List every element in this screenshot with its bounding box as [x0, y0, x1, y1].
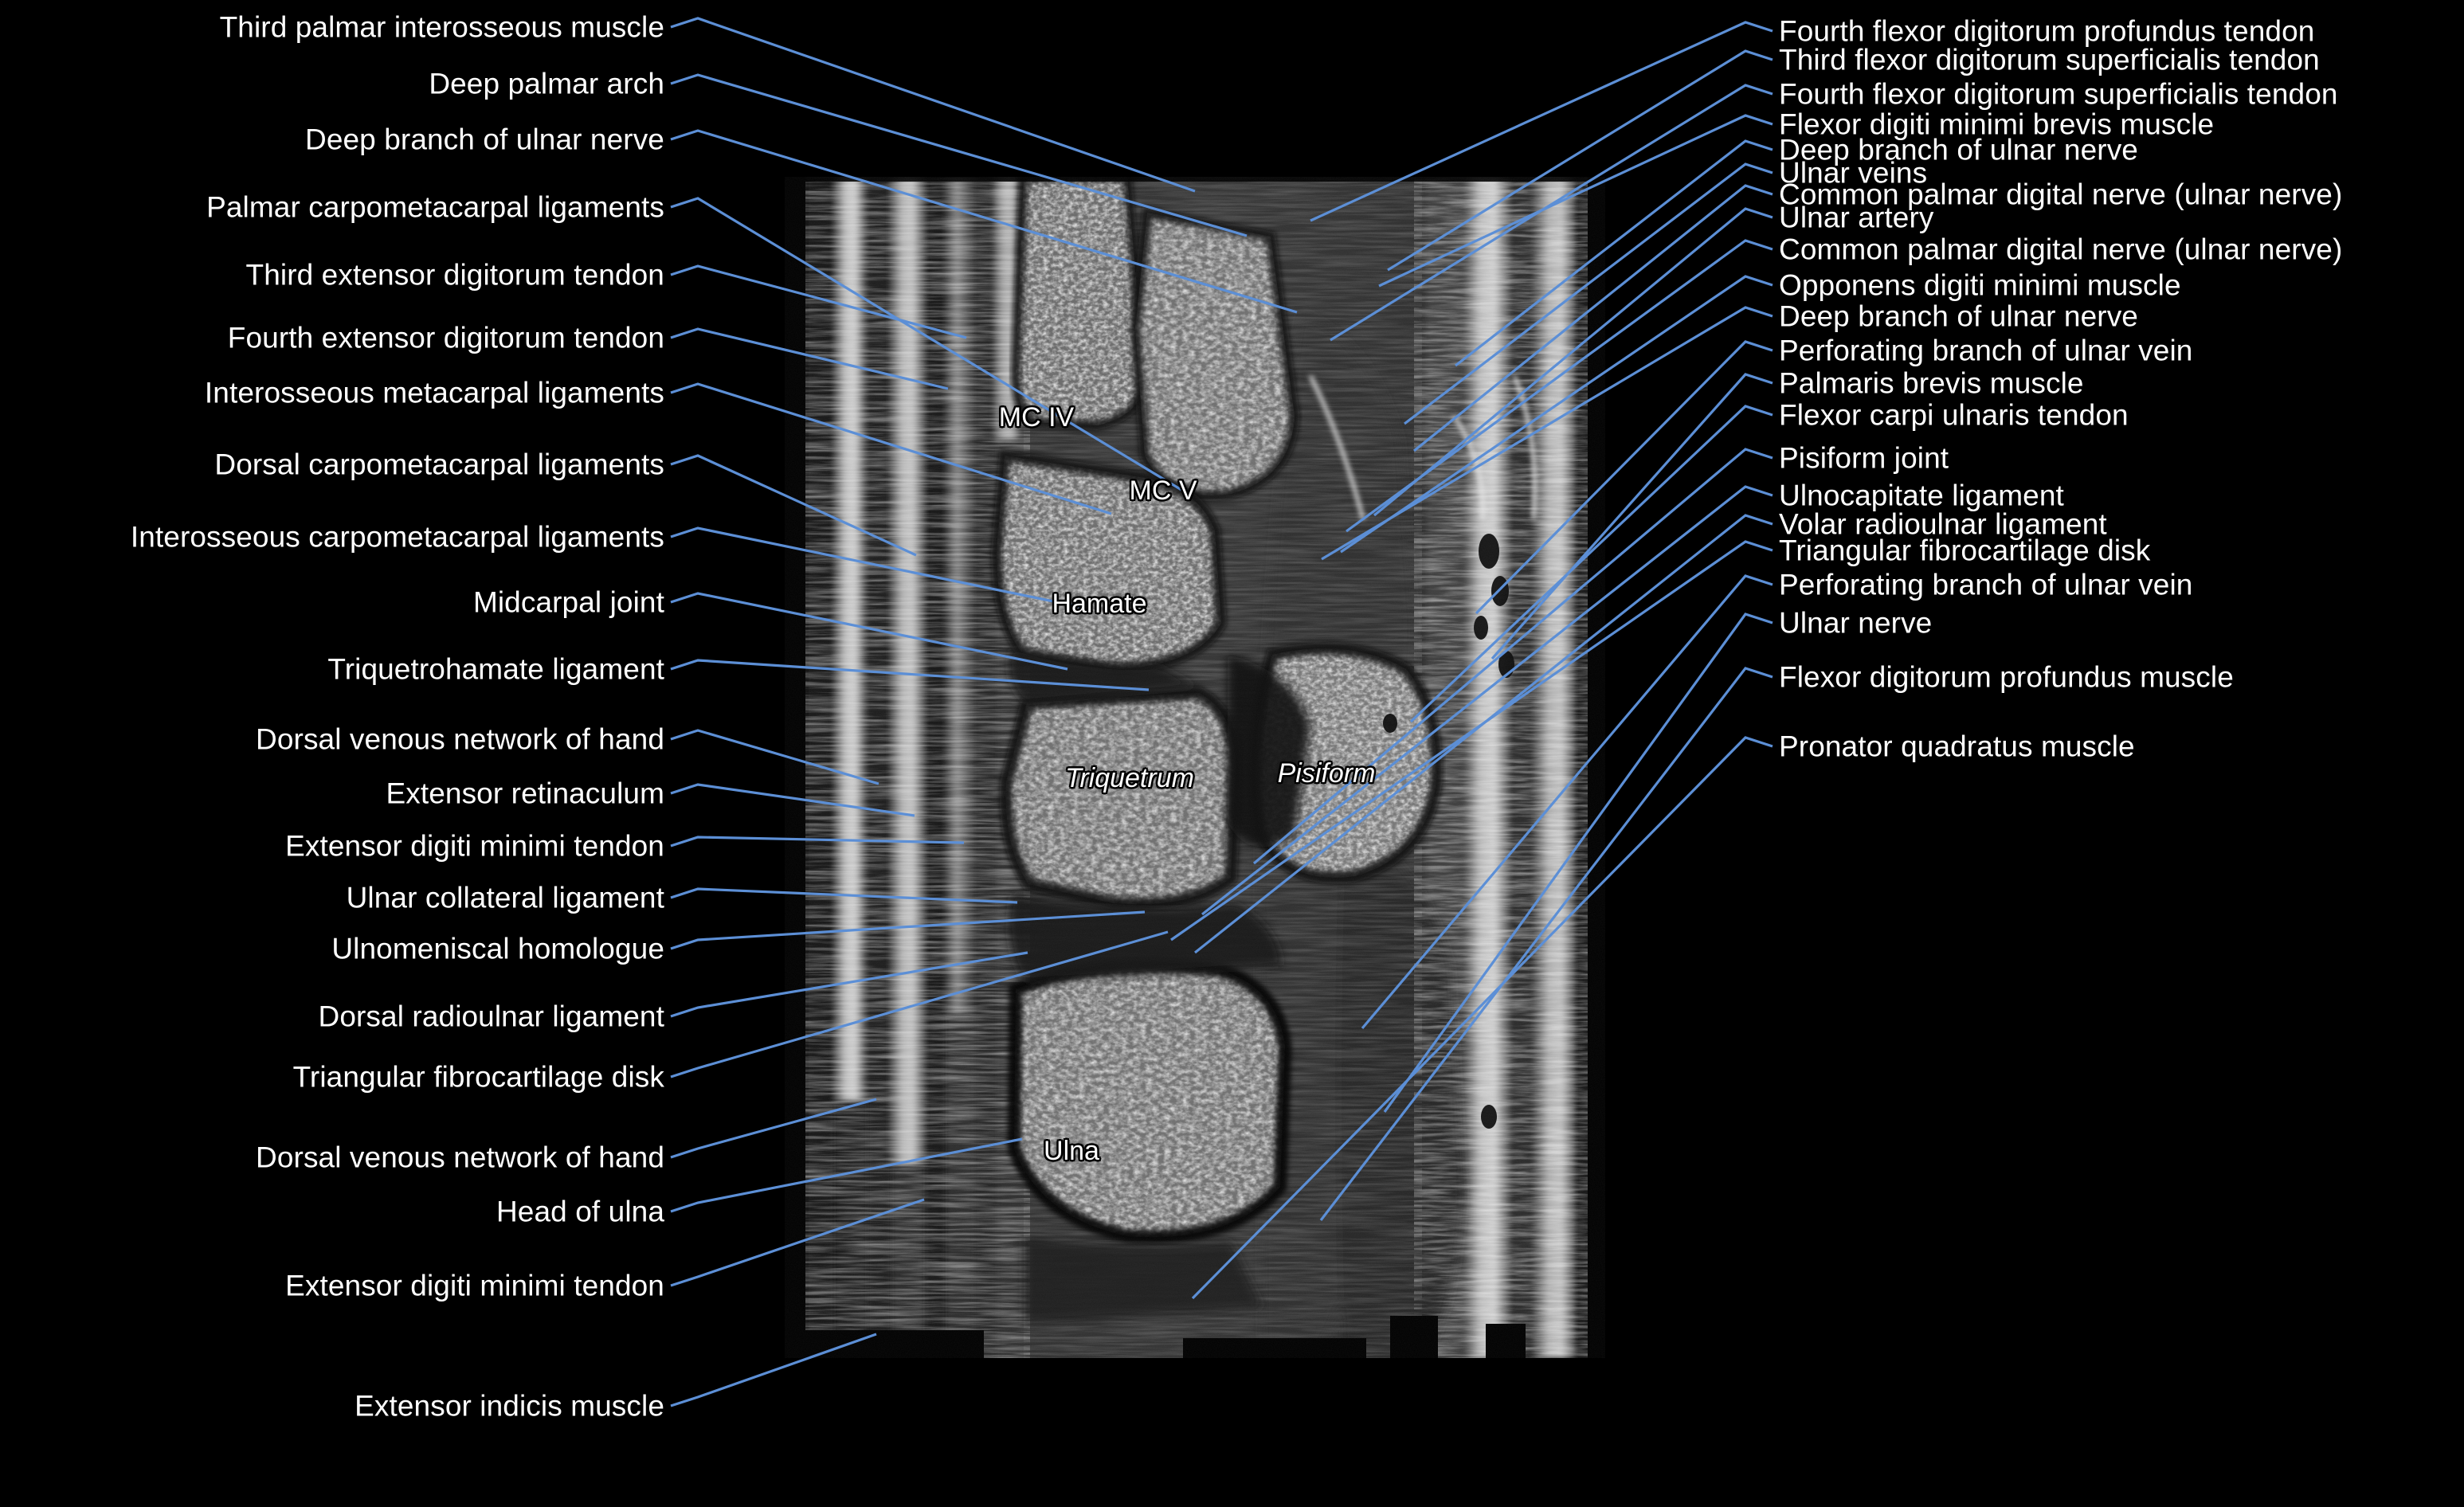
bone-label-ulna: Ulna	[1044, 1136, 1099, 1166]
bone-label-mc-v: MC V	[1129, 476, 1197, 506]
annotation-label-dorsal-radioulnar-ligament: Dorsal radioulnar ligament	[318, 1000, 664, 1033]
annotation-label-third-palmar-interosseous-muscle: Third palmar interosseous muscle	[219, 10, 664, 44]
annotation-label-deep-branch-of-ulnar-nerve: Deep branch of ulnar nerve	[1779, 133, 2138, 166]
annotation-label-fourth-flexor-digitorum-superficialis-tendon: Fourth flexor digitorum superficialis te…	[1779, 77, 2338, 111]
annotation-label-ulnocapitate-ligament: Ulnocapitate ligament	[1779, 479, 2064, 512]
annotation-label-perforating-branch-of-ulnar-vein: Perforating branch of ulnar vein	[1779, 334, 2193, 367]
annotation-label-pronator-quadratus-muscle: Pronator quadratus muscle	[1779, 730, 2135, 763]
annotation-label-common-palmar-digital-nerve-ulnar-nerve: Common palmar digital nerve (ulnar nerve…	[1779, 178, 2343, 211]
annotation-label-head-of-ulna: Head of ulna	[496, 1195, 664, 1228]
annotation-label-ulnar-artery: Ulnar artery	[1779, 201, 1934, 234]
annotation-label-triquetrohamate-ligament: Triquetrohamate ligament	[327, 652, 664, 686]
bone-label-mc-iv: MC IV	[998, 402, 1075, 433]
annotation-label-ulnar-collateral-ligament: Ulnar collateral ligament	[346, 881, 664, 914]
annotation-label-flexor-digitorum-profundus-muscle: Flexor digitorum profundus muscle	[1779, 660, 2234, 694]
annotation-label-interosseous-metacarpal-ligaments: Interosseous metacarpal ligaments	[204, 376, 664, 409]
annotation-label-palmar-carpometacarpal-ligaments: Palmar carpometacarpal ligaments	[206, 190, 664, 224]
annotation-label-deep-branch-of-ulnar-nerve: Deep branch of ulnar nerve	[1779, 299, 2138, 333]
annotation-label-dorsal-venous-network-of-hand: Dorsal venous network of hand	[256, 722, 664, 756]
mri-image	[785, 177, 1605, 1358]
annotation-label-fourth-flexor-digitorum-profundus-tendon: Fourth flexor digitorum profundus tendon	[1779, 14, 2315, 48]
annotation-label-extensor-indicis-muscle: Extensor indicis muscle	[355, 1389, 664, 1423]
annotation-label-third-extensor-digitorum-tendon: Third extensor digitorum tendon	[245, 258, 664, 292]
annotation-label-perforating-branch-of-ulnar-vein: Perforating branch of ulnar vein	[1779, 568, 2193, 601]
annotation-label-triangular-fibrocartilage-disk: Triangular fibrocartilage disk	[292, 1060, 664, 1094]
leader-line-third-palmar-interosseous-muscle	[670, 17, 1196, 193]
bone-label-hamate: Hamate	[1052, 589, 1147, 619]
annotation-label-volar-radioulnar-ligament: Volar radioulnar ligament	[1779, 507, 2107, 541]
annotation-label-ulnar-nerve: Ulnar nerve	[1779, 606, 1933, 640]
annotation-label-extensor-digiti-minimi-tendon: Extensor digiti minimi tendon	[285, 1269, 664, 1302]
bone-label-pisiform: Pisiform	[1277, 758, 1376, 789]
annotation-label-extensor-retinaculum: Extensor retinaculum	[386, 777, 664, 810]
mri-coronal-wrist-scan	[785, 177, 1605, 1358]
annotation-label-flexor-digiti-minimi-brevis-muscle: Flexor digiti minimi brevis muscle	[1779, 108, 2215, 141]
annotation-label-deep-branch-of-ulnar-nerve: Deep branch of ulnar nerve	[305, 123, 664, 156]
annotation-label-interosseous-carpometacarpal-ligaments: Interosseous carpometacarpal ligaments	[130, 520, 664, 554]
annotation-label-dorsal-carpometacarpal-ligaments: Dorsal carpometacarpal ligaments	[214, 448, 664, 481]
annotation-label-ulnar-veins: Ulnar veins	[1779, 156, 1928, 190]
annotation-label-fourth-extensor-digitorum-tendon: Fourth extensor digitorum tendon	[227, 321, 664, 354]
annotation-label-ulnomeniscal-homologue: Ulnomeniscal homologue	[331, 932, 664, 965]
annotation-label-common-palmar-digital-nerve-ulnar-nerve: Common palmar digital nerve (ulnar nerve…	[1779, 233, 2343, 266]
bone-label-triquetrum: Triquetrum	[1065, 763, 1194, 793]
annotation-label-midcarpal-joint: Midcarpal joint	[472, 585, 664, 619]
annotation-label-extensor-digiti-minimi-tendon: Extensor digiti minimi tendon	[285, 829, 664, 863]
annotation-label-triangular-fibrocartilage-disk: Triangular fibrocartilage disk	[1779, 534, 2151, 567]
annotation-label-pisiform-joint: Pisiform joint	[1779, 441, 1949, 475]
annotation-label-opponens-digiti-minimi-muscle: Opponens digiti minimi muscle	[1779, 268, 2181, 302]
annotation-label-third-flexor-digitorum-superficialis-tendon: Third flexor digitorum superficialis ten…	[1779, 43, 2320, 76]
annotation-label-dorsal-venous-network-of-hand: Dorsal venous network of hand	[256, 1141, 664, 1174]
annotation-label-deep-palmar-arch: Deep palmar arch	[429, 67, 664, 100]
annotation-label-palmaris-brevis-muscle: Palmaris brevis muscle	[1779, 366, 2084, 400]
annotation-label-flexor-carpi-ulnaris-tendon: Flexor carpi ulnaris tendon	[1779, 398, 2129, 432]
